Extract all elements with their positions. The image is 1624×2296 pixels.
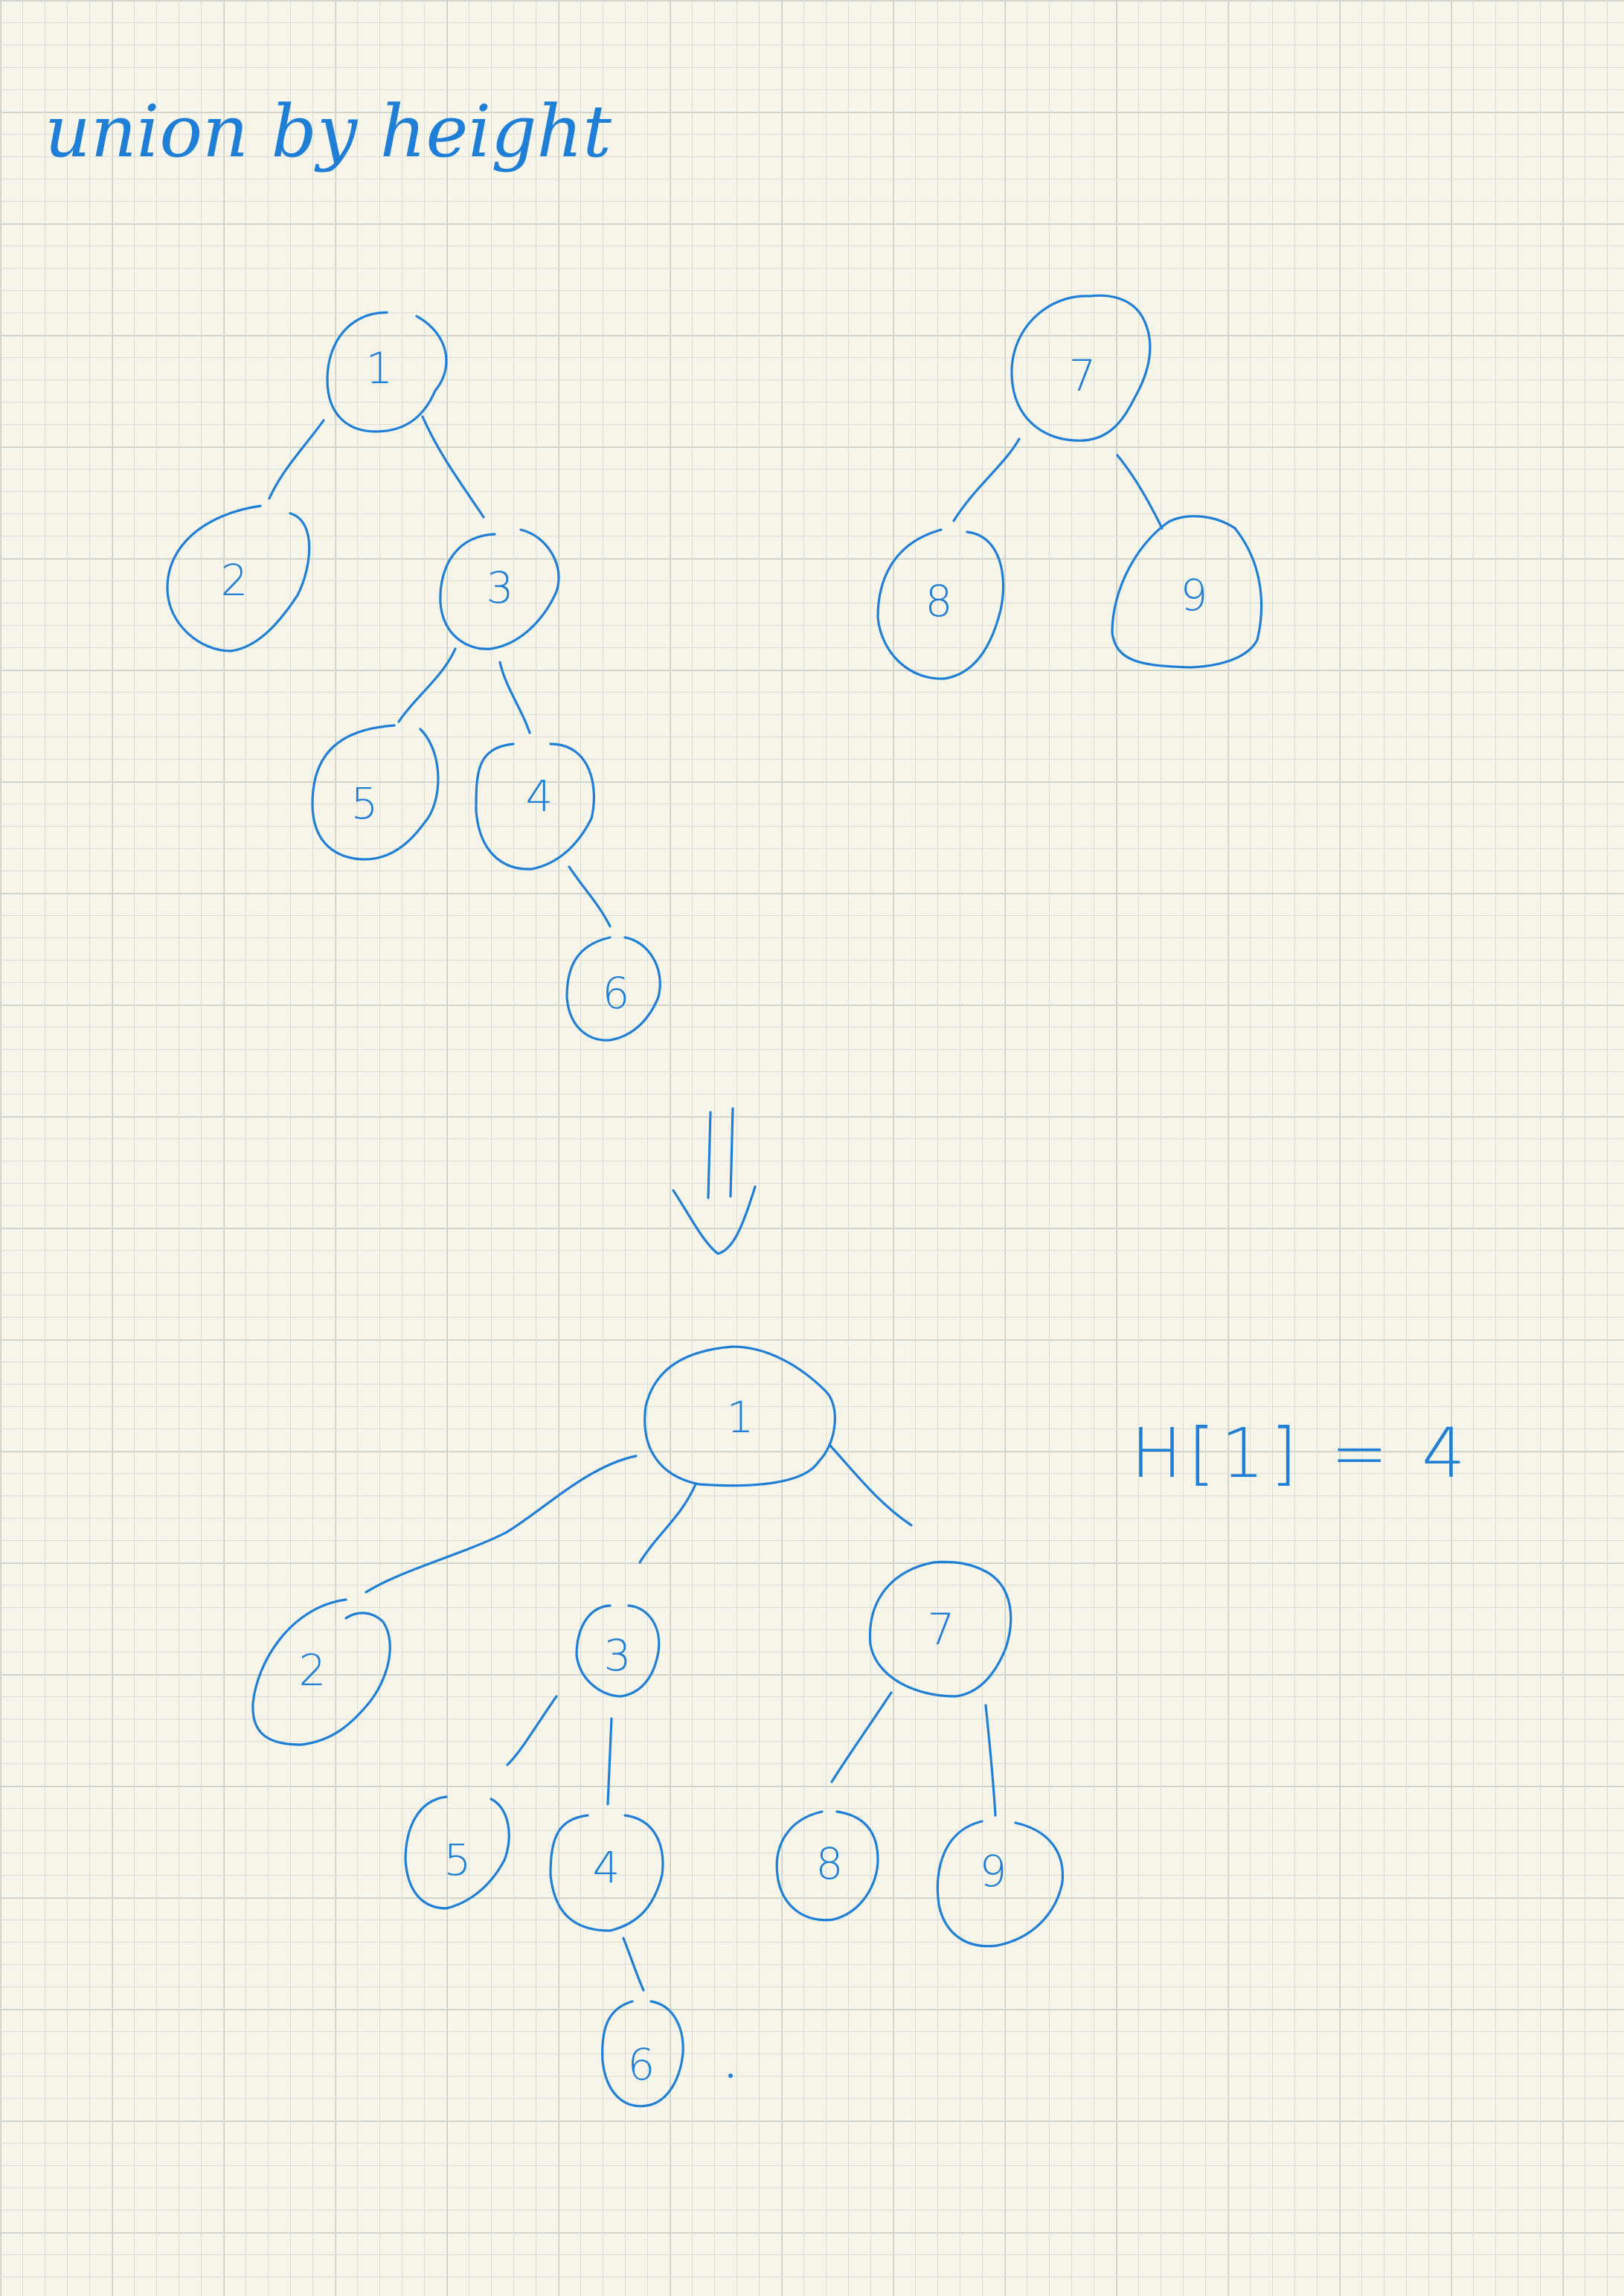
- page-title: union by height: [45, 90, 612, 173]
- node-9: 9: [936, 1820, 1065, 1948]
- edge-3-5: [506, 1695, 558, 1766]
- edge-4-6: [622, 1937, 645, 1992]
- edge-1-2: [365, 1455, 638, 1594]
- down-arrow: [672, 1107, 757, 1255]
- svg-text:1: 1: [727, 1392, 754, 1443]
- svg-text:4: 4: [593, 1842, 620, 1893]
- node-5: 5: [404, 1795, 510, 1910]
- before-tree-b: 7 8 9: [876, 294, 1263, 680]
- svg-text:4: 4: [526, 771, 553, 821]
- node-6: 6: [565, 936, 661, 1042]
- svg-text:9: 9: [980, 1846, 1007, 1896]
- svg-text:3: 3: [604, 1630, 632, 1681]
- svg-text:3: 3: [487, 562, 514, 613]
- edge-7-8: [952, 437, 1021, 522]
- svg-text:6: 6: [603, 968, 630, 1019]
- node-4: 4: [549, 1814, 664, 1932]
- edge-7-9: [984, 1704, 997, 1817]
- after-tree: 1 2 3 7 5 4 8 9: [251, 1345, 1065, 2108]
- svg-text:8: 8: [816, 1838, 844, 1889]
- edge-1-7: [828, 1443, 913, 1527]
- edge-4-6: [568, 865, 612, 928]
- node-1: 1: [643, 1345, 836, 1487]
- svg-text:5: 5: [444, 1835, 472, 1885]
- node-2: 2: [251, 1598, 391, 1746]
- node-6: 6: [601, 2000, 684, 2108]
- svg-text:1: 1: [366, 343, 394, 394]
- node-8: 8: [775, 1810, 879, 1922]
- svg-text:9: 9: [1181, 570, 1208, 621]
- node-7: 7: [1010, 294, 1152, 442]
- svg-text:5: 5: [351, 778, 379, 829]
- svg-text:8: 8: [925, 576, 953, 626]
- svg-text:2: 2: [221, 555, 248, 606]
- node-1: 1: [326, 311, 448, 433]
- edge-7-8: [830, 1691, 893, 1783]
- svg-text:6: 6: [628, 2039, 655, 2090]
- edge-3-4: [498, 661, 531, 734]
- edge-1-3: [638, 1483, 697, 1564]
- svg-text:7: 7: [1069, 350, 1097, 401]
- ink-dot: [728, 2074, 733, 2078]
- svg-text:2: 2: [299, 1645, 327, 1696]
- node-4: 4: [475, 743, 596, 870]
- edge-3-4: [606, 1717, 613, 1806]
- node-2: 2: [166, 504, 311, 652]
- node-8: 8: [876, 528, 1005, 680]
- node-3: 3: [575, 1604, 661, 1698]
- edge-7-9: [1116, 454, 1164, 530]
- height-equation: H[1] = 4: [1131, 1414, 1471, 1493]
- edge-1-3: [421, 415, 485, 519]
- edge-1-2: [268, 419, 325, 500]
- node-5: 5: [311, 724, 440, 861]
- svg-text:7: 7: [928, 1604, 955, 1655]
- node-7: 7: [868, 1560, 1012, 1698]
- node-9: 9: [1111, 515, 1263, 669]
- edge-3-5: [397, 647, 457, 723]
- node-3: 3: [439, 528, 560, 650]
- before-tree-a: 1 2 3 5 4 6: [166, 311, 661, 1042]
